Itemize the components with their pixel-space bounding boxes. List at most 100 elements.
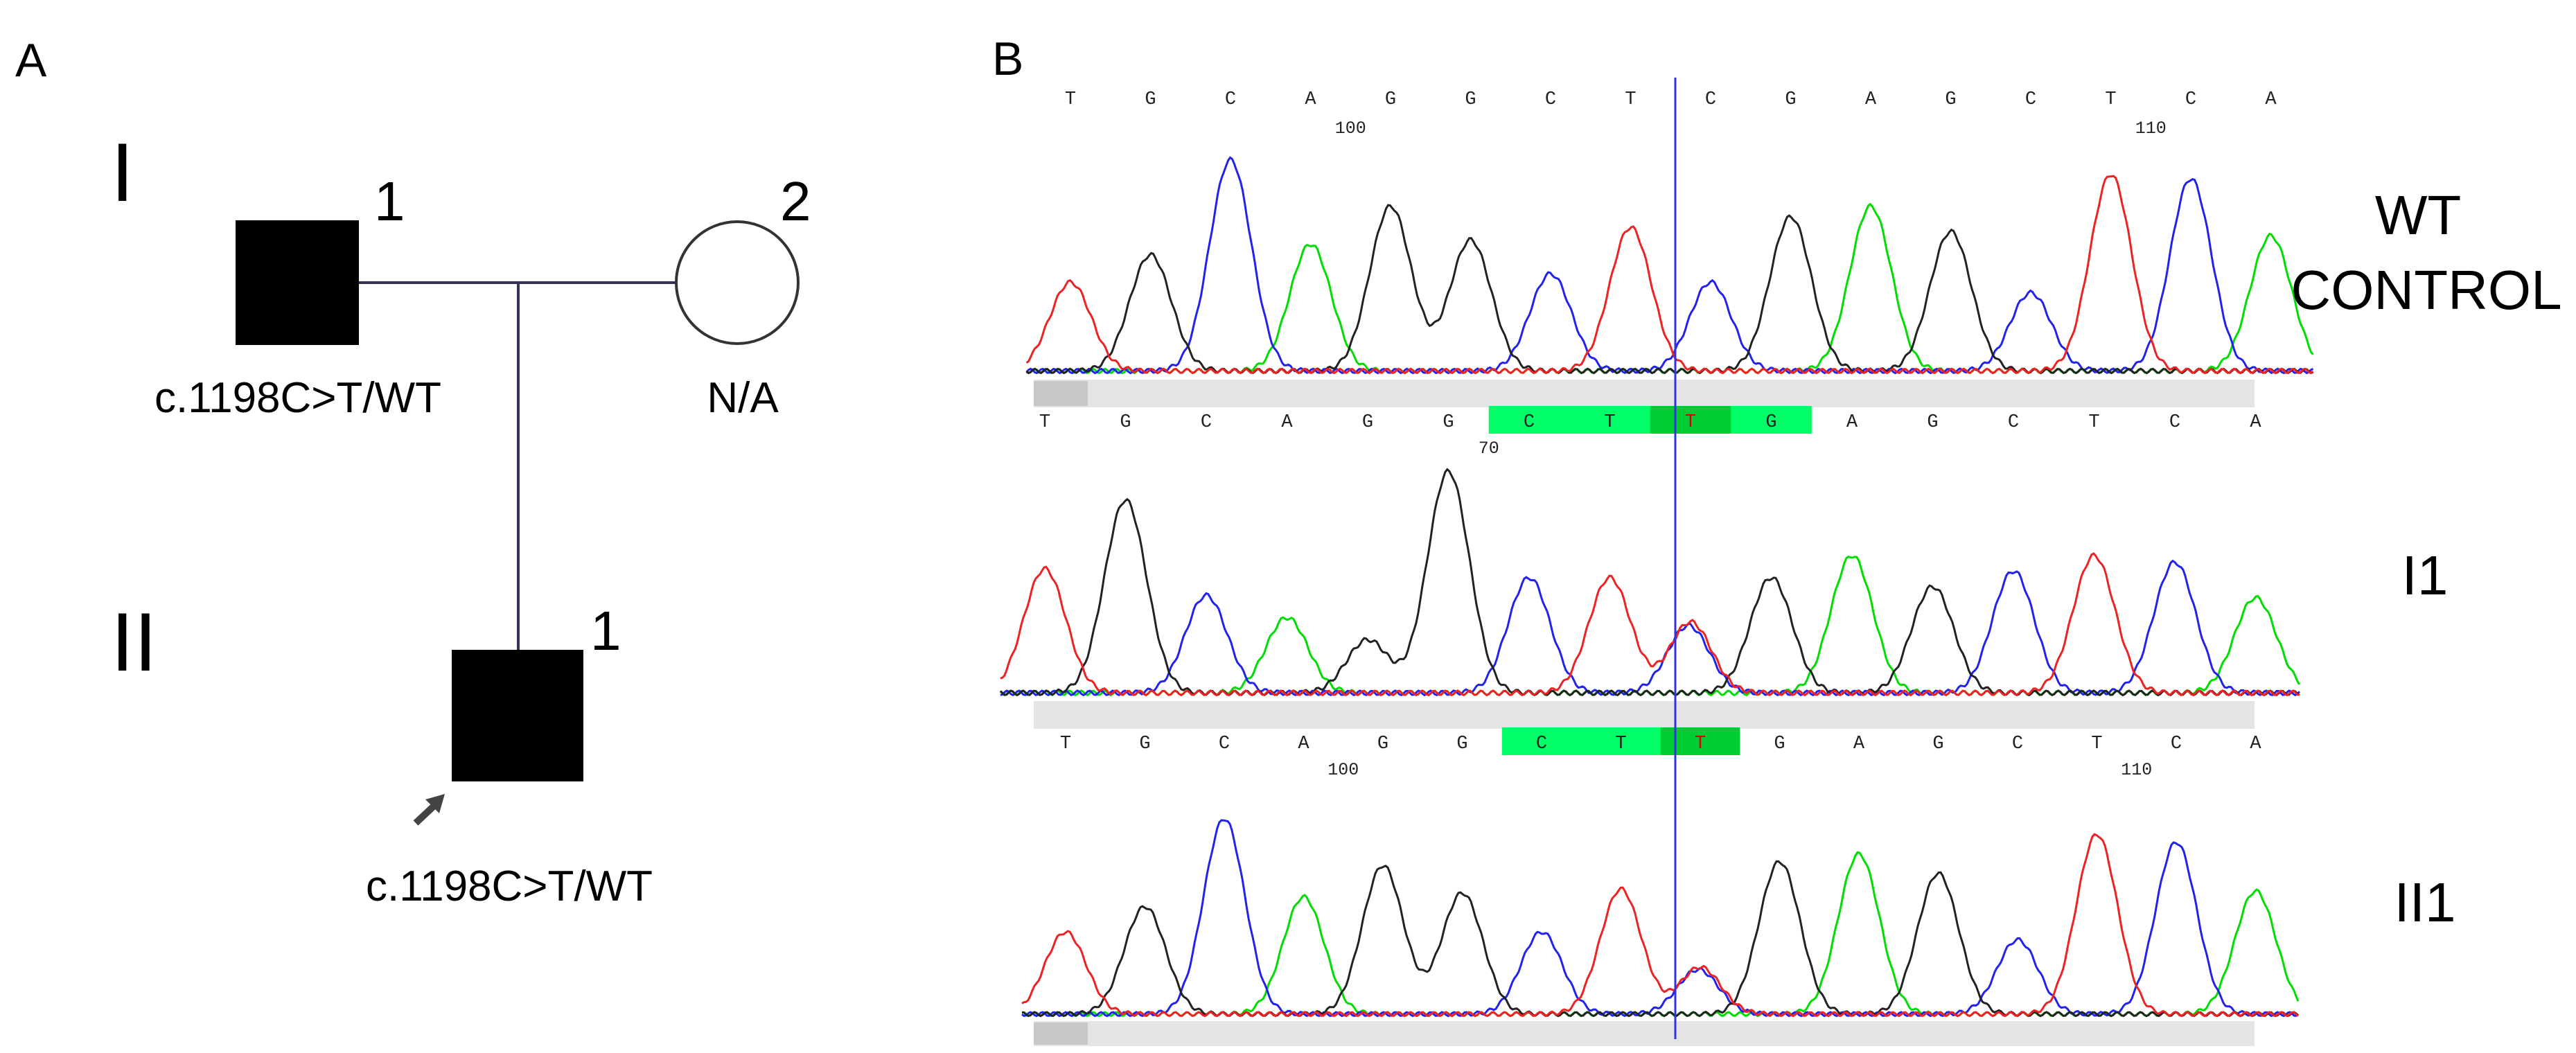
base-call: G [1362, 412, 1373, 433]
trace-baseline-bar [1034, 380, 2255, 407]
chromatogram-trace [1021, 819, 2300, 1018]
track-label-ii1: II1 [2394, 871, 2456, 933]
base-call: C [2008, 412, 2019, 433]
trace-a [1021, 851, 2300, 1018]
base-call: G [1932, 734, 1943, 754]
sequence-highlight [1488, 406, 1812, 434]
position-numbers: 70 [1479, 439, 1499, 459]
panel-a-letter: A [15, 34, 47, 87]
base-call: C [1705, 89, 1716, 110]
mutant-highlight-box [1650, 406, 1731, 434]
base-call: T [2105, 89, 2116, 110]
position-number: 110 [2121, 760, 2152, 780]
base-call: T [1065, 89, 1076, 110]
mutant-highlight-box [1660, 727, 1740, 755]
base-call: A [2265, 89, 2277, 110]
trace-scroll-thumb [1034, 1023, 1088, 1045]
trace-baseline-bar [1034, 701, 2255, 729]
trace-a [1025, 202, 2314, 375]
base-call: T [1039, 412, 1050, 433]
base-call: C [2012, 734, 2023, 754]
base-call: T [1625, 89, 1636, 110]
position-numbers: 100 110 [1327, 760, 2152, 780]
base-call: G [1139, 734, 1150, 754]
trace-c [1025, 156, 2314, 375]
base-call: G [1465, 89, 1476, 110]
trace-g [999, 468, 2300, 697]
trace-scroll-thumb [1034, 381, 1088, 406]
individual-ii1-affected-male-symbol [452, 650, 583, 781]
track-label-wt: WT [2375, 184, 2461, 246]
base-call: T [1604, 412, 1615, 433]
individual-ii1-number: 1 [590, 600, 621, 662]
individual-ii1-genotype: c.1198C>T/WT [366, 862, 653, 910]
track-label-i1: I1 [2402, 545, 2449, 606]
base-call: C [1219, 734, 1230, 754]
chromatogram-trace [1025, 156, 2314, 375]
base-call: A [1305, 89, 1316, 110]
individual-i1-affected-male-symbol [236, 220, 359, 345]
panel-a: A I II 1 c.1198C>T/WT 2 N/A 1 c.1198C>T/… [15, 34, 811, 910]
proband-arrow-icon [413, 794, 445, 826]
base-call: G [1456, 734, 1467, 754]
base-call: G [1785, 89, 1796, 110]
base-call: G [1765, 412, 1776, 433]
base-call: C [1225, 89, 1236, 110]
base-call: G [1385, 89, 1396, 110]
base-call: T [2088, 412, 2099, 433]
sequence-highlight [1501, 727, 1740, 755]
individual-i2-unaffected-female-symbol [675, 220, 800, 345]
position-number: 100 [1327, 760, 1359, 780]
base-call: T [1060, 734, 1071, 754]
base-call: A [1846, 412, 1858, 433]
base-call: C [2025, 89, 2036, 110]
base-call: G [1945, 89, 1956, 110]
base-call: C [2169, 412, 2180, 433]
base-call: T [1685, 412, 1696, 433]
base-call: A [1853, 734, 1865, 754]
individual-i1-genotype: c.1198C>T/WT [155, 374, 441, 422]
trace-baseline-bar [1034, 1021, 2255, 1046]
individual-i1-number: 1 [374, 170, 405, 232]
base-call: C [2185, 89, 2196, 110]
base-call: G [1145, 89, 1156, 110]
base-call: C [2171, 734, 2182, 754]
base-call: C [1536, 734, 1547, 754]
trace-g [1022, 860, 2300, 1018]
generation-label-ii: II [111, 596, 157, 689]
trace-t [1021, 833, 2299, 1018]
base-call: G [1927, 412, 1938, 433]
trace-g [1025, 204, 2314, 375]
base-call: G [1443, 412, 1454, 433]
trace-t [1025, 175, 2314, 375]
base-call: A [1281, 412, 1293, 433]
base-call: C [1545, 89, 1556, 110]
individual-i2-number: 2 [780, 170, 811, 232]
base-call: G [1120, 412, 1131, 433]
base-call: T [2091, 734, 2102, 754]
base-call: A [2250, 412, 2261, 433]
trace-c [1000, 559, 2301, 697]
base-call: C [1201, 412, 1212, 433]
individual-i2-genotype: N/A [707, 374, 779, 422]
panel-b-letter: B [992, 33, 1023, 85]
base-call: A [1298, 734, 1309, 754]
chromatogram-track-i1: T G C A G G C T T G A G C T C A 70 I1 [999, 406, 2449, 729]
base-call: G [1774, 734, 1785, 754]
position-number: 110 [2135, 118, 2167, 139]
base-call: C [1524, 412, 1535, 433]
chromatogram-trace [999, 468, 2301, 697]
generation-label-i: I [111, 126, 134, 219]
trace-a [999, 555, 2301, 697]
base-call: T [1615, 734, 1626, 754]
base-call: T [1695, 734, 1706, 754]
base-call: G [1377, 734, 1388, 754]
base-call: A [1865, 89, 1877, 110]
